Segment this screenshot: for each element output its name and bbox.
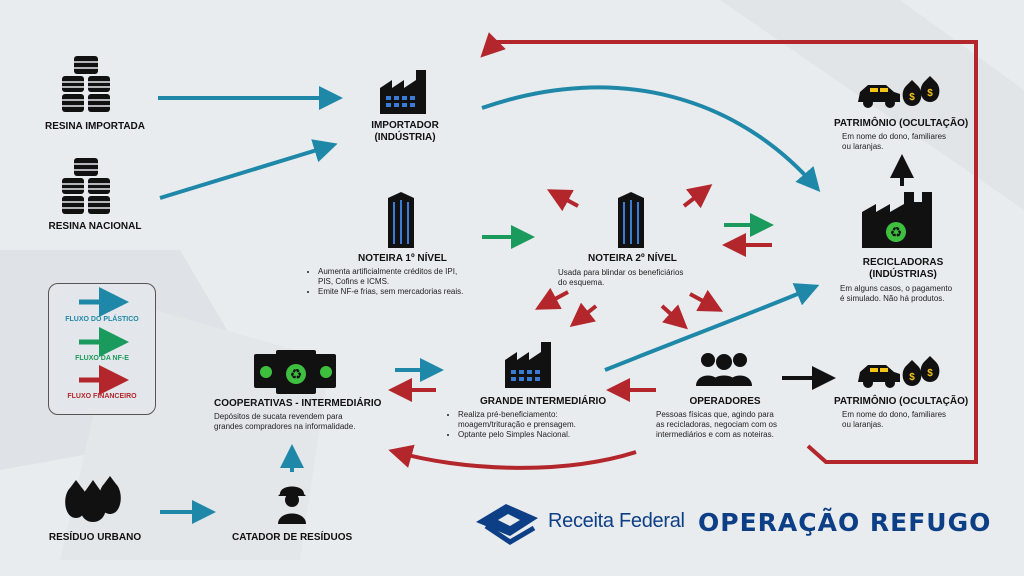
svg-text:$: $ (909, 372, 915, 383)
arrow-noteira2-up-right (682, 184, 713, 209)
noteira2-desc-line: Usada para blindar os beneficiários (558, 268, 684, 277)
legend-financial-label: FLUXO FINANCEIRO (67, 393, 137, 400)
grande-intermediario-bullet: Realiza pré-beneficiamento: (458, 410, 576, 420)
operadores-desc-line: as recicladoras, negociam com os (656, 420, 777, 429)
grande-intermediario-bullet: Optante pelo Simples Nacional. (458, 430, 576, 440)
noteira1-bullet: PIS, Cofins e ICMS. (318, 277, 390, 286)
noteira2-title: NOTEIRA 2º NÍVEL (588, 253, 677, 264)
arrow-resina-nacional-to-importador (159, 139, 338, 200)
cooperativas-desc-line: Depósitos de sucata revendem para (214, 412, 343, 421)
grande-intermediario-bullet: moagem/trituração e prensagem. (458, 420, 576, 429)
patrimonio-top-desc: Em nome do dono, familiares ou laranjas. (842, 132, 946, 152)
car-moneybags-icon: $ $ (858, 356, 940, 388)
operadores-desc: Pessoas físicas que, agindo para as reci… (656, 410, 777, 440)
barrels-icon (62, 158, 110, 214)
patrimonio-top-title: PATRIMÔNIO (OCULTAÇÃO) (834, 118, 969, 129)
patrimonio-bottom-title: PATRIMÔNIO (OCULTAÇÃO) (834, 396, 969, 407)
resina-nacional-label: RESINA NACIONAL (48, 221, 142, 232)
barrels-icon (62, 56, 110, 112)
legend-nfe-label: FLUXO DA NF-E (75, 355, 129, 362)
operadores-title: OPERADORES (689, 396, 761, 407)
office-building-icon (618, 192, 644, 248)
importador-title: IMPORTADOR (INDÚSTRIA) (350, 120, 460, 144)
residuo-urbano-label: RESÍDUO URBANO (48, 532, 142, 543)
recycling-bins-icon: ♻ (254, 350, 336, 394)
importador-title-line1: IMPORTADOR (371, 120, 439, 131)
cooperativas-title: COOPERATIVAS - INTERMEDIÁRIO (214, 398, 382, 409)
svg-text:♻: ♻ (290, 366, 303, 382)
operadores-desc-line: Pessoas físicas que, agindo para (656, 410, 774, 419)
arrow-noteira2-down-right-2 (689, 289, 724, 312)
svg-text:$: $ (927, 88, 933, 99)
grande-intermediario-title: GRANDE INTERMEDIÁRIO (480, 396, 607, 407)
catador-label: CATADOR DE RESÍDUOS (232, 532, 353, 543)
arrow-noteira2-down-right-1 (660, 304, 688, 330)
arrow-grande-intermediario-to-recicladoras (604, 283, 820, 372)
trash-bags-icon (65, 476, 121, 522)
grande-intermediario-bullets: Realiza pré-beneficiamento: moagem/tritu… (446, 410, 576, 440)
patrimonio-desc-line: ou laranjas. (842, 420, 884, 429)
noteira1-title: NOTEIRA 1º NÍVEL (358, 253, 447, 264)
arrow-noteira2-down-left-1 (534, 287, 569, 310)
operation-title: OPERAÇÃO REFUGO (698, 508, 992, 537)
factory-icon (505, 342, 551, 388)
noteira1-bullet: Aumenta artificialmente créditos de IPI, (318, 267, 463, 277)
cooperativas-desc-line: grandes compradores na informalidade. (214, 422, 356, 431)
recicladoras-title-line1: RECICLADORAS (862, 257, 944, 268)
resina-importada-label: RESINA IMPORTADA (45, 121, 145, 132)
arrow-patrimonio-loop-to-importador (480, 32, 978, 464)
arrow-noteira2-down-left-2 (569, 302, 598, 327)
car-moneybags-icon: $ $ (858, 76, 940, 108)
cooperativas-desc: Depósitos de sucata revendem para grande… (214, 412, 355, 432)
receita-federal-logo-icon (476, 504, 538, 545)
recicladoras-title-line2: (INDÚSTRIAS) (869, 269, 937, 280)
noteira1-bullet: Emite NF-e frias, sem mercadorias reais. (318, 287, 463, 297)
noteira2-desc: Usada para blindar os beneficiários do e… (558, 268, 683, 288)
patrimonio-desc-line: Em nome do dono, familiares (842, 410, 947, 419)
recicladoras-desc-line: Em alguns casos, o pagamento (840, 284, 953, 293)
recycling-factory-icon: ♻ (862, 192, 932, 248)
patrimonio-desc-line: ou laranjas. (842, 142, 884, 151)
recicladoras-title: RECICLADORAS (INDÚSTRIAS) (848, 257, 958, 281)
arrow-operadores-to-cooperativas (388, 444, 637, 470)
people-icon (696, 353, 752, 386)
brand-name: Receita Federal (548, 510, 685, 532)
recicladoras-desc-line: é simulado. Não há produtos. (840, 294, 945, 303)
svg-text:♻: ♻ (890, 224, 903, 240)
patrimonio-bottom-desc: Em nome do dono, familiares ou laranjas. (842, 410, 946, 430)
legend: FLUXO DO PLÁSTICO FLUXO DA NF-E FLUXO FI… (48, 283, 156, 415)
legend-swatches (79, 287, 129, 395)
legend-plastic-label: FLUXO DO PLÁSTICO (65, 316, 139, 323)
worker-icon (278, 486, 306, 524)
svg-text:$: $ (927, 368, 933, 379)
noteira2-desc-line: do esquema. (558, 278, 605, 287)
noteira1-bullets: Aumenta artificialmente créditos de IPI,… (306, 267, 463, 297)
patrimonio-desc-line: Em nome do dono, familiares (842, 132, 947, 141)
operadores-desc-line: intermediários e com as noteiras. (656, 430, 774, 439)
arrow-importador-to-recicladoras (481, 85, 821, 193)
office-building-icon (388, 192, 414, 248)
arrow-noteira2-up-left (546, 189, 579, 212)
importador-title-line2: (INDÚSTRIA) (374, 132, 436, 143)
recicladoras-desc: Em alguns casos, o pagamento é simulado.… (840, 284, 952, 304)
factory-icon (380, 70, 426, 114)
svg-text:$: $ (909, 92, 915, 103)
